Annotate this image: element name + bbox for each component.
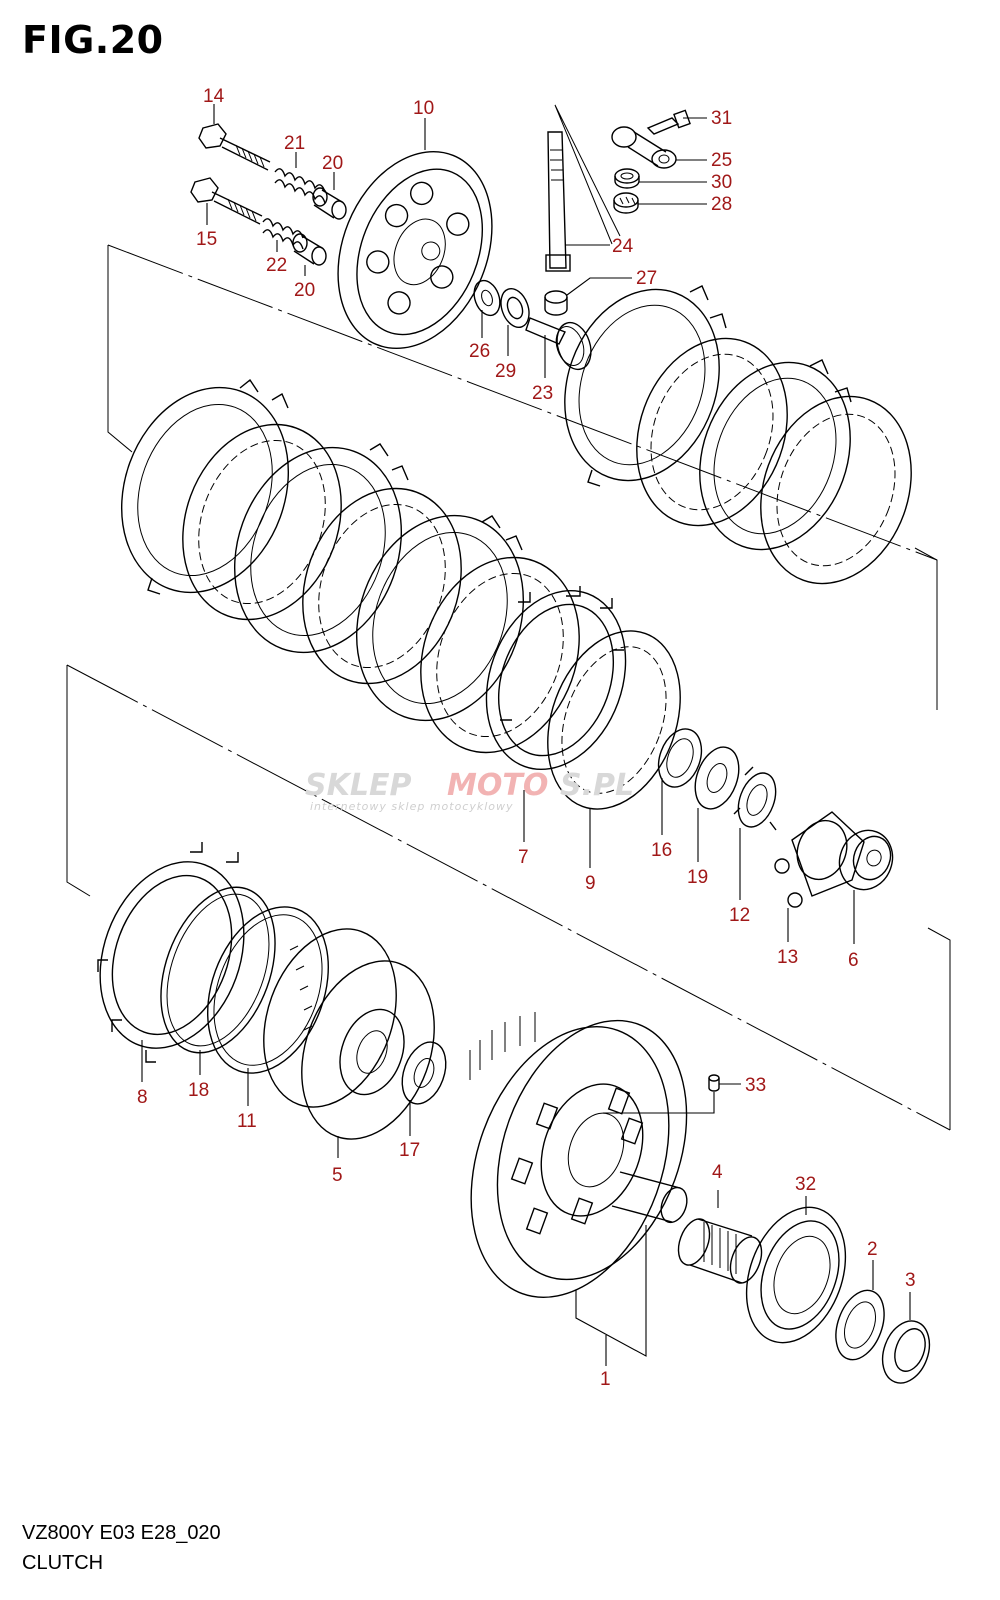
callout-14: 14 <box>203 86 225 107</box>
callout-19: 19 <box>687 867 708 888</box>
callout-10: 10 <box>413 98 434 119</box>
spring-spacer-20-lower <box>292 233 327 266</box>
pressure-plate-bolt-15 <box>190 177 263 225</box>
figure-title: FIG.20 <box>22 18 164 62</box>
model-code: VZ800Y E03 E28_020 <box>22 1522 221 1544</box>
callout-24: 24 <box>612 236 634 257</box>
watermark: SKLEP MOTO S.PL internetowy sklep motocy… <box>305 768 634 813</box>
callout-11: 11 <box>237 1111 257 1132</box>
judder-plate-7 <box>485 586 627 771</box>
callout-32: 32 <box>795 1174 816 1195</box>
callout-21: 21 <box>284 133 305 154</box>
callout-7: 7 <box>518 847 529 868</box>
release-arm-bolt-31 <box>646 109 691 135</box>
callout-28: 28 <box>711 194 732 215</box>
thrust-bearing-29 <box>500 287 530 329</box>
drive-plate-mid-3 <box>355 514 525 722</box>
washer-19 <box>694 746 740 810</box>
callout-13: 13 <box>777 947 798 968</box>
callout-15: 15 <box>196 229 217 250</box>
watermark-brand-part3: S.PL <box>560 768 634 803</box>
push-rod-24 <box>545 104 621 272</box>
callout-26: 26 <box>469 341 490 362</box>
callout-29: 29 <box>495 361 516 382</box>
spacer-2 <box>835 1289 885 1361</box>
callout-2: 2 <box>867 1239 878 1260</box>
oil-seal-30 <box>614 168 640 189</box>
clutch-sleeve-hub-5 <box>263 928 435 1140</box>
washer-17 <box>401 1041 447 1105</box>
callout-22: 22 <box>266 255 287 276</box>
callout-9: 9 <box>585 873 596 894</box>
driven-plate-upper-2 <box>760 395 912 585</box>
callout-4: 4 <box>712 1162 723 1183</box>
callout-6: 6 <box>848 950 859 971</box>
push-piece-23 <box>525 317 592 371</box>
spring-spacer-20-upper <box>312 187 347 220</box>
callout-5: 5 <box>332 1165 343 1186</box>
callout-20-lower: 20 <box>294 280 315 301</box>
callout-18: 18 <box>188 1080 209 1101</box>
bearing-28 <box>613 192 639 214</box>
driven-plate-mid-2 <box>302 487 462 685</box>
release-arm-25 <box>611 126 677 169</box>
bearing-16 <box>657 728 703 788</box>
drive-plate-upper-1 <box>564 285 727 487</box>
callout-30: 30 <box>711 172 732 193</box>
callout-27: 27 <box>636 268 657 289</box>
spring-seat-18 <box>160 886 276 1054</box>
collar-12 <box>733 766 777 831</box>
needle-bearing-4 <box>677 1218 763 1284</box>
callout-17: 17 <box>399 1140 420 1161</box>
primary-driven-gear-1 <box>469 1012 688 1298</box>
assembly-guide-lines <box>66 244 951 1131</box>
clutch-spring-21 <box>274 168 326 204</box>
watermark-brand-part2: MOTO <box>447 768 548 803</box>
callout-31: 31 <box>711 108 732 129</box>
drive-plate-mid-1 <box>120 378 290 595</box>
callout-23: 23 <box>532 383 553 404</box>
callout-labels: 14 10 21 20 15 22 20 31 25 30 28 24 27 2… <box>137 86 916 1390</box>
callout-33: 33 <box>745 1075 766 1096</box>
drive-plate-upper-2 <box>699 359 852 551</box>
washer-3 <box>881 1320 931 1384</box>
washer-26 <box>473 279 501 317</box>
watermark-brand-part1: SKLEP <box>305 768 411 803</box>
drive-plate-9 <box>547 630 681 810</box>
bearing-6 <box>838 829 894 891</box>
judder-plate-8 <box>97 842 245 1063</box>
callout-20-upper: 20 <box>322 153 343 174</box>
drive-plate-mid-2 <box>233 443 409 654</box>
section-name: CLUTCH <box>22 1552 104 1574</box>
oil-pump-drive-gear-32 <box>745 1206 847 1344</box>
push-piece-27 <box>544 290 568 316</box>
driven-plate-upper-1 <box>636 337 788 527</box>
clutch-spring-22 <box>262 218 304 250</box>
middle-plate-stack <box>120 378 681 810</box>
leader-lines <box>141 104 911 1366</box>
plate-holder-13 <box>774 811 865 908</box>
pressure-plate-bolt-14 <box>198 123 271 171</box>
callout-16: 16 <box>651 840 672 861</box>
spring-washer-11 <box>207 906 329 1074</box>
driven-plate-mid-1 <box>182 423 342 621</box>
watermark-tagline: internetowy sklep motocyklowy <box>310 800 514 813</box>
driven-plate-mid-3 <box>420 556 580 754</box>
pin-33 <box>708 1074 720 1092</box>
callout-1: 1 <box>600 1369 611 1390</box>
callout-12: 12 <box>729 905 750 926</box>
callout-25: 25 <box>711 150 732 171</box>
callout-3: 3 <box>905 1270 916 1291</box>
pressure-plate-10 <box>337 150 493 350</box>
upper-plate-stack <box>564 285 912 585</box>
callout-8: 8 <box>137 1087 148 1108</box>
